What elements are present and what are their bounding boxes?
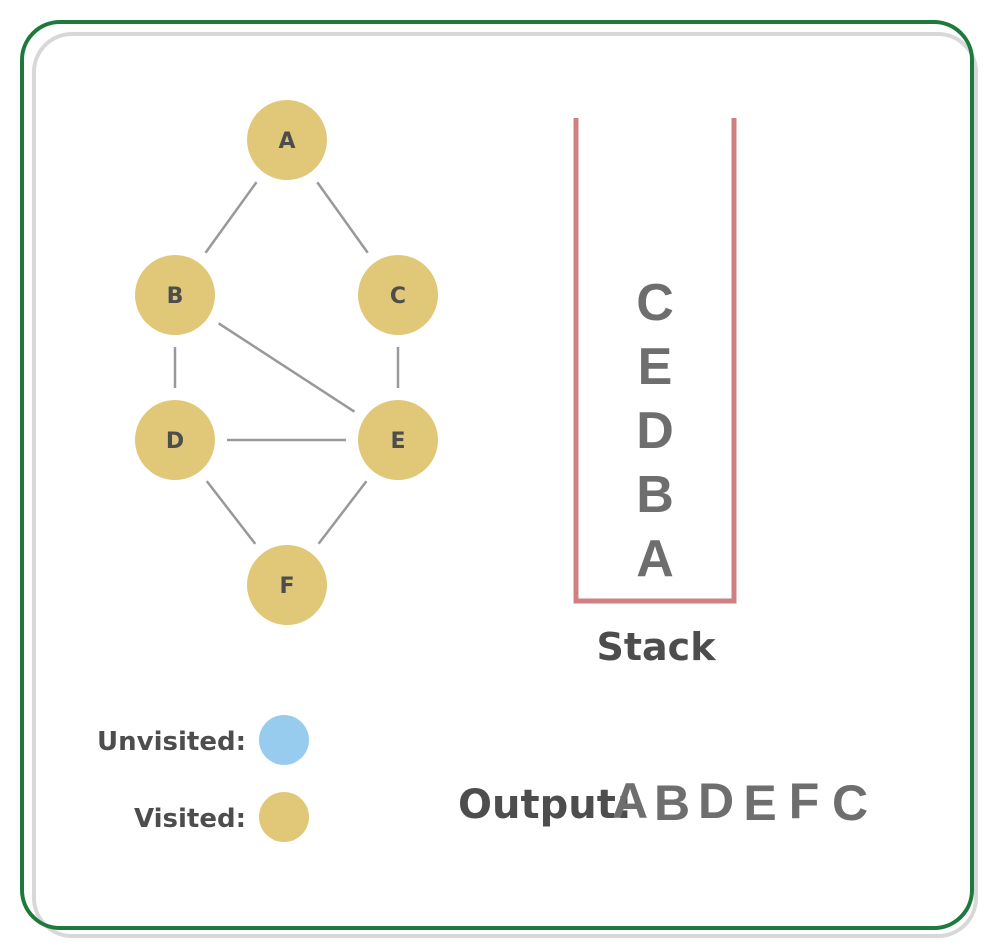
graph-edges (173, 181, 400, 545)
edge-d-f (205, 480, 257, 545)
graph-nodes: A B C D E F (135, 100, 438, 625)
edge-e-f (317, 480, 368, 545)
node-circle (247, 545, 327, 625)
output-item: E (743, 775, 776, 831)
legend-unvisited-label: Unvisited: (97, 727, 246, 757)
node-b: B (135, 255, 215, 335)
output-item: D (698, 773, 734, 829)
node-label: D (166, 429, 184, 454)
output-label: Output: (458, 782, 632, 828)
diagram-frame (20, 20, 974, 930)
node-label: F (279, 574, 294, 599)
node-e: E (358, 400, 438, 480)
output-item: B (654, 775, 690, 831)
stack-item: C (636, 274, 674, 332)
node-label: C (390, 284, 406, 309)
legend-unvisited-swatch (259, 715, 309, 765)
output-item: A (612, 773, 648, 829)
node-circle (358, 400, 438, 480)
node-f: F (247, 545, 327, 625)
node-circle (358, 255, 438, 335)
node-circle (135, 400, 215, 480)
node-circle (247, 100, 327, 180)
node-a: A (247, 100, 327, 180)
stack-item: B (636, 466, 674, 524)
output-item: F (789, 773, 820, 829)
node-label: A (278, 129, 295, 154)
node-c: C (358, 255, 438, 335)
edge-a-c (316, 181, 369, 254)
stack-item: E (638, 338, 673, 396)
legend-visited-label: Visited: (134, 804, 246, 834)
stack-item: D (636, 402, 674, 460)
stack-label: Stack (597, 625, 717, 669)
stack-item: A (636, 530, 674, 588)
node-circle (135, 255, 215, 335)
frame-shadow (32, 32, 978, 938)
node-label: E (390, 429, 405, 454)
legend: Unvisited: Visited: (97, 715, 309, 842)
node-label: B (167, 284, 184, 309)
edge-b-e (217, 322, 356, 413)
output-item: C (832, 775, 868, 831)
stack-outline (573, 118, 737, 604)
legend-visited-swatch (259, 792, 309, 842)
edge-a-b (204, 181, 258, 254)
node-d: D (135, 400, 215, 480)
